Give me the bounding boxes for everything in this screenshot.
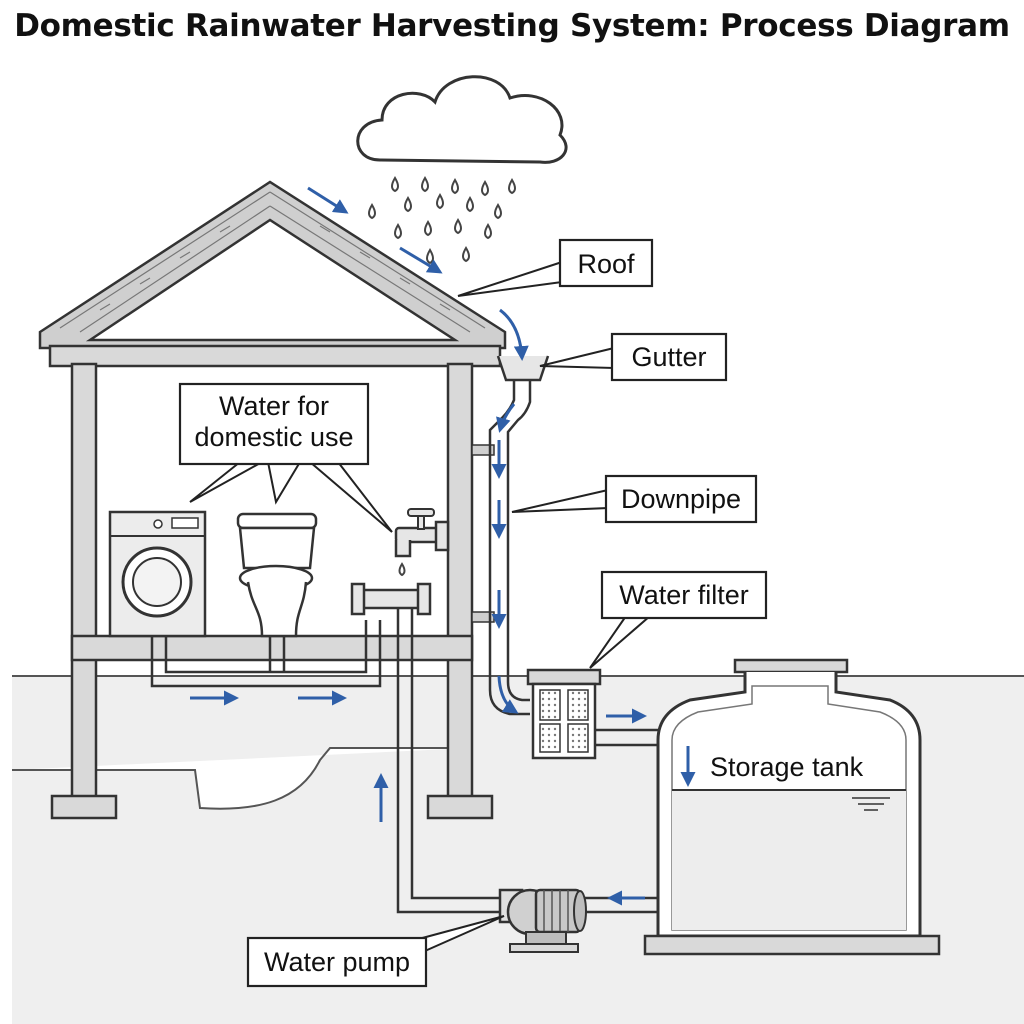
domestic-use-label-line1: Water for [219, 391, 329, 421]
callout-downpipe: Downpipe [511, 474, 758, 524]
callout-roof: Roof [457, 238, 654, 297]
downpipe [488, 380, 532, 716]
washing-machine-icon [108, 510, 207, 638]
downpipe-label: Downpipe [621, 484, 741, 514]
flow-arrow [399, 246, 443, 274]
water-pump-label: Water pump [264, 947, 410, 977]
water-filter [526, 668, 702, 760]
flow-arrow [496, 403, 516, 433]
house [38, 180, 507, 820]
raindrops-icon [368, 176, 516, 265]
callout-domestic-use: Water for domestic use [178, 382, 393, 533]
water-tap-icon [394, 508, 450, 577]
rain-cloud-icon [356, 75, 568, 164]
flow-arrow [499, 308, 529, 361]
storage-tank-label: Storage tank [710, 752, 864, 782]
roof [38, 180, 507, 350]
toilet-icon [236, 512, 318, 638]
callout-water-filter: Water filter [589, 570, 768, 669]
distribution-pipes [150, 582, 500, 914]
page-title: Domestic Rainwater Harvesting System: Pr… [14, 8, 1010, 44]
gutter-label: Gutter [631, 342, 706, 372]
callout-water-pump: Water pump [246, 915, 505, 988]
storage-tank [580, 658, 941, 956]
flow-arrow [497, 675, 519, 714]
roof-label: Roof [577, 249, 635, 279]
callout-gutter: Gutter [539, 332, 728, 382]
water-filter-label: Water filter [619, 580, 749, 610]
gutter [496, 355, 550, 382]
domestic-use-label-line2: domestic use [194, 422, 353, 452]
water-pump-icon [498, 888, 587, 953]
flow-arrows [190, 186, 696, 906]
flow-arrow [307, 186, 349, 214]
